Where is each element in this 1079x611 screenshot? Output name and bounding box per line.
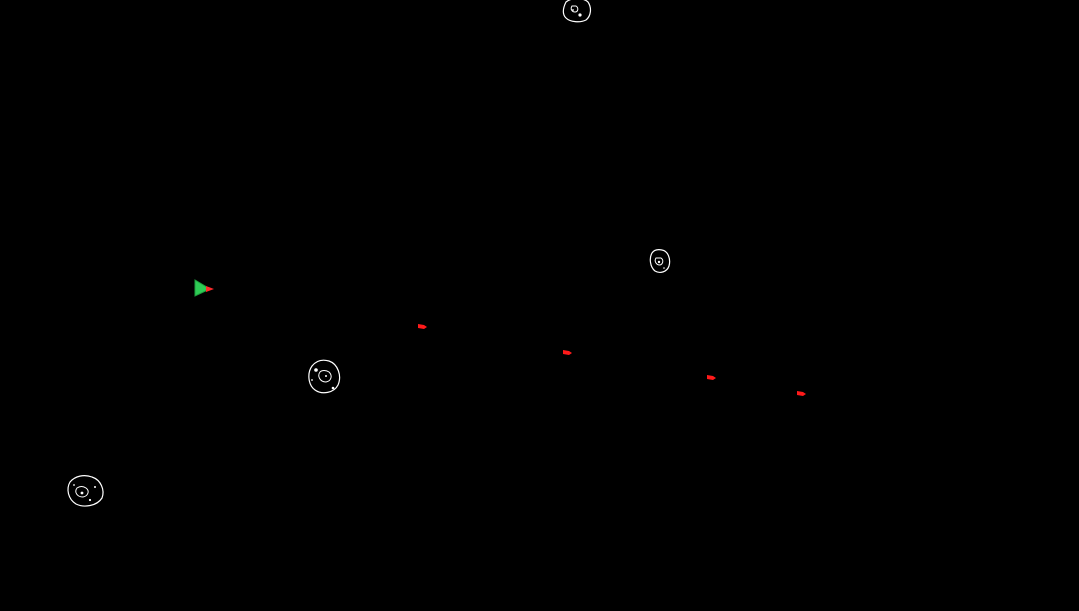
ship-hull [194,279,212,297]
projectile [418,324,427,329]
projectile [707,375,716,380]
asteroid [308,359,341,394]
asteroid [562,0,592,23]
ship-thruster-flame [206,286,214,292]
asteroid [67,475,104,507]
projectile [563,350,572,355]
asteroid [649,249,671,273]
projectile [797,391,806,396]
player-ship [194,279,214,297]
